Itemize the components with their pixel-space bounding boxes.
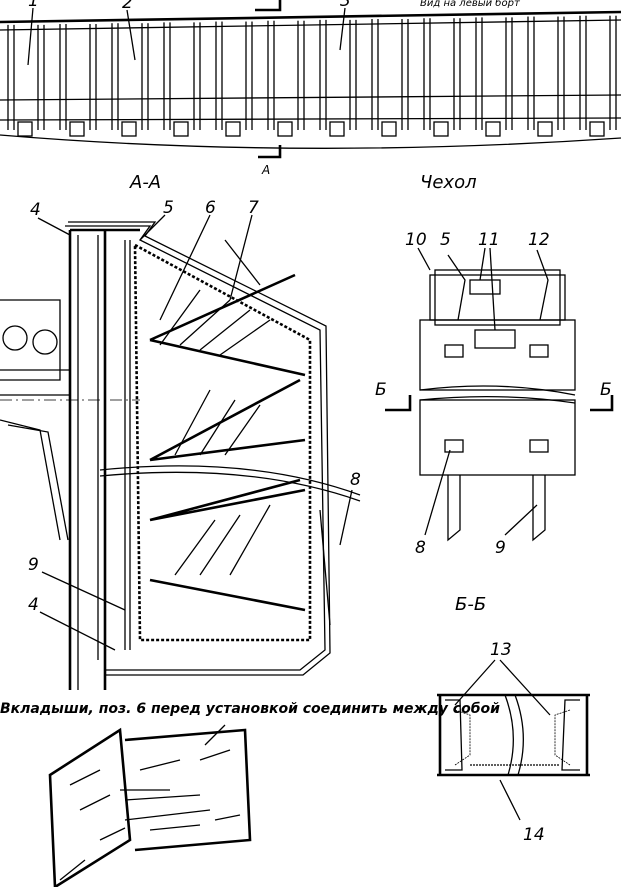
pos-1-label: 1 bbox=[28, 0, 39, 11]
pos-11-label: 11 bbox=[478, 230, 500, 250]
cover-view: Чехол 10 5 11 12 8 9 Б Б bbox=[375, 172, 614, 558]
pos-4b-label: 4 bbox=[28, 595, 39, 615]
frame-bracket bbox=[537, 121, 553, 137]
top-view: 1 2 3 Вид на левый борт A bbox=[0, 0, 621, 177]
pos-5-label: 5 bbox=[163, 198, 174, 218]
frame-bracket bbox=[485, 121, 501, 137]
frame-bracket bbox=[17, 121, 33, 137]
frame-bracket bbox=[225, 121, 241, 137]
frame-bracket bbox=[173, 121, 189, 137]
frame-bracket bbox=[69, 121, 85, 137]
pos-4-label: 4 bbox=[30, 200, 41, 220]
insert-isometric bbox=[48, 724, 252, 887]
section-aa-title: А-А bbox=[129, 172, 161, 193]
frame-bracket bbox=[381, 121, 397, 137]
pos-13-label: 13 bbox=[490, 640, 512, 660]
pos-6-label: 6 bbox=[205, 198, 216, 218]
pos-2-label: 2 bbox=[122, 0, 133, 13]
pos-9-label: 9 bbox=[28, 555, 39, 575]
pos-7-label: 7 bbox=[248, 198, 259, 218]
cover-pos-8-label: 8 bbox=[415, 538, 426, 558]
section-mark-b-right: Б bbox=[600, 380, 612, 400]
section-bb: Б-Б 13 14 bbox=[437, 594, 590, 845]
cover-pos-5-label: 5 bbox=[440, 230, 451, 250]
frame-bracket bbox=[589, 121, 605, 137]
pos-3-label: 3 bbox=[340, 0, 351, 11]
section-mark-b-left: Б bbox=[375, 380, 387, 400]
cover-pos-9-label: 9 bbox=[495, 538, 506, 558]
cover-title: Чехол bbox=[420, 172, 477, 193]
pos-12-label: 12 bbox=[528, 230, 550, 250]
insert-note: Вкладыши, поз. 6 перед установкой соедин… bbox=[0, 701, 500, 717]
frame-bracket bbox=[121, 121, 137, 137]
section-bb-title: Б-Б bbox=[455, 594, 486, 615]
view-note: Вид на левый борт bbox=[420, 0, 521, 9]
frame-bracket bbox=[329, 121, 345, 137]
pos-8-label: 8 bbox=[350, 470, 361, 490]
section-mark-a: A bbox=[261, 163, 270, 177]
pos-14-label: 14 bbox=[523, 825, 545, 845]
pos-10-label: 10 bbox=[405, 230, 427, 250]
frame-bracket bbox=[433, 121, 449, 137]
section-aa: А-А 4 5 6 7 8 9 4 bbox=[0, 172, 361, 690]
frame-bracket bbox=[277, 121, 293, 137]
